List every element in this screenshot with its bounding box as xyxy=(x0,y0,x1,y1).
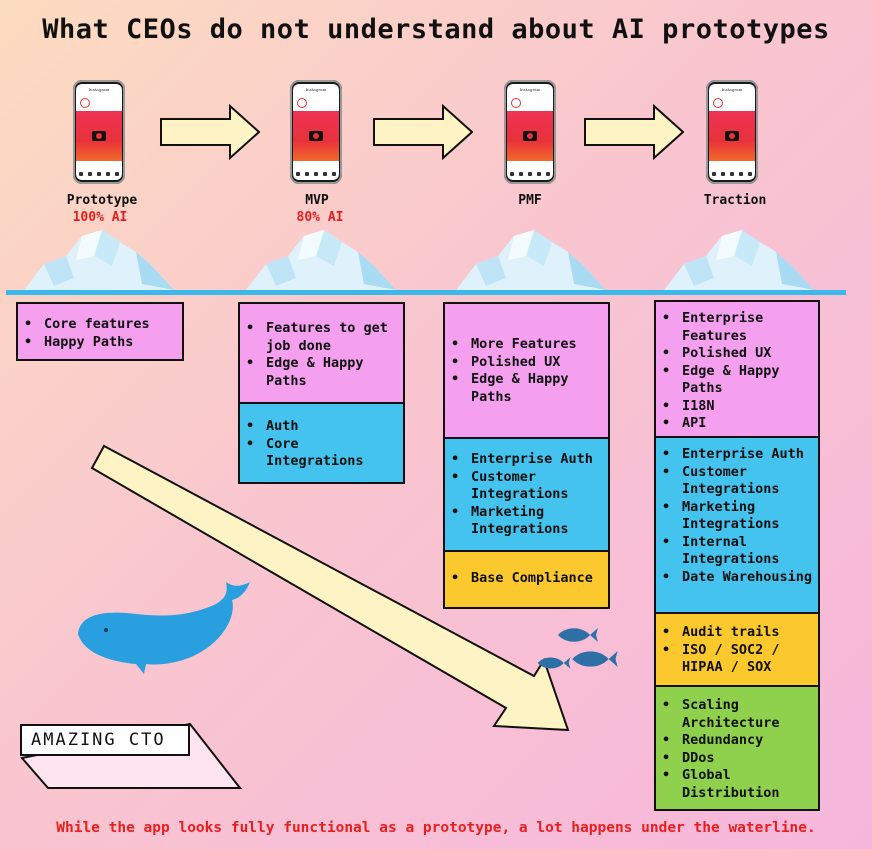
phone-mockup-mvp: Instagram xyxy=(290,80,342,184)
stage-label-mvp: MVP xyxy=(305,193,329,208)
list-item: Marketing Integrations xyxy=(662,499,818,534)
list-item: Marketing Integrations xyxy=(451,504,608,539)
stage-label-pmf: PMF xyxy=(518,193,542,208)
stage-ai-prototype: 100% AI xyxy=(72,210,128,225)
list-item: Date Warehousing xyxy=(662,569,818,587)
footer-caption: While the app looks fully functional as … xyxy=(56,820,816,836)
list-item: Auth xyxy=(246,418,403,436)
waterline xyxy=(6,290,846,295)
list-item: Edge & Happy Paths xyxy=(451,371,608,406)
list-item: Edge & Happy Paths xyxy=(662,363,818,398)
requirement-box-features: Core features Happy Paths xyxy=(16,302,184,361)
requirement-box-features: Enterprise Features Polished UX Edge & H… xyxy=(654,300,820,438)
list-item: Polished UX xyxy=(451,354,608,372)
requirements-column-prototype: Core features Happy Paths xyxy=(16,302,184,361)
diagram-title: What CEOs do not understand about AI pro… xyxy=(42,14,830,45)
requirement-box-integrations: Auth Core Integrations xyxy=(238,402,405,484)
list-item: Customer Integrations xyxy=(662,464,818,499)
phone-mockup-traction: Instagram xyxy=(706,80,758,184)
list-item: More Features xyxy=(451,336,608,354)
requirement-box-features: More Features Polished UX Edge & Happy P… xyxy=(443,302,610,439)
list-item: Global Distribution xyxy=(662,767,818,802)
list-item: Polished UX xyxy=(662,345,818,363)
list-item: I18N xyxy=(662,398,818,416)
list-item: DDos xyxy=(662,750,818,768)
fish-icon xyxy=(558,628,598,642)
iceberg-icon xyxy=(456,230,606,290)
requirement-box-scaling: Scaling Architecture Redundancy DDos Glo… xyxy=(654,685,820,811)
list-item: Redundancy xyxy=(662,732,818,750)
list-item: Enterprise Auth xyxy=(451,451,608,469)
requirements-column-pmf: More Features Polished UX Edge & Happy P… xyxy=(443,302,610,609)
camera-icon xyxy=(725,131,739,141)
requirement-box-integrations: Enterprise Auth Customer Integrations Ma… xyxy=(443,437,610,552)
iceberg-icon xyxy=(664,230,814,290)
requirement-box-compliance: Audit trails ISO / SOC2 / HIPAA / SOX xyxy=(654,612,820,687)
arrow-right-icon xyxy=(373,104,473,160)
arrow-right-icon xyxy=(160,104,260,160)
camera-icon xyxy=(92,131,106,141)
stage-label-traction: Traction xyxy=(703,193,767,208)
iceberg-icon xyxy=(246,230,396,290)
arrow-right-icon xyxy=(584,104,684,160)
list-item: Features to get job done xyxy=(246,320,403,355)
phone-mockup-pmf: Instagram xyxy=(504,80,556,184)
requirements-column-mvp: Features to get job done Edge & Happy Pa… xyxy=(238,302,405,484)
requirement-box-compliance: Base Compliance xyxy=(443,550,610,609)
list-item: Customer Integrations xyxy=(451,469,608,504)
requirement-box-features: Features to get job done Edge & Happy Pa… xyxy=(238,302,405,404)
fish-icon xyxy=(537,657,571,669)
list-item: Core Integrations xyxy=(246,436,403,471)
stage-label-prototype: Prototype xyxy=(66,193,138,208)
list-item: Edge & Happy Paths xyxy=(246,355,403,390)
camera-icon xyxy=(309,131,323,141)
list-item: Scaling Architecture xyxy=(662,697,818,732)
list-item: Enterprise Features xyxy=(662,310,818,345)
list-item: Base Compliance xyxy=(451,570,608,588)
list-item: Enterprise Auth xyxy=(662,446,818,464)
list-item: Core features xyxy=(24,316,182,334)
requirement-box-integrations: Enterprise Auth Customer Integrations Ma… xyxy=(654,436,820,614)
list-item: Internal Integrations xyxy=(662,534,818,569)
fish-icon xyxy=(572,651,618,667)
iceberg-icon xyxy=(24,230,174,290)
list-item: API xyxy=(662,415,818,433)
list-item: ISO / SOC2 / HIPAA / SOX xyxy=(662,642,818,677)
list-item: Happy Paths xyxy=(24,334,182,352)
phone-mockup-prototype: Instagram xyxy=(73,80,125,184)
requirements-column-traction: Enterprise Features Polished UX Edge & H… xyxy=(654,300,820,811)
camera-icon xyxy=(523,131,537,141)
amazing-cto-label: AMAZING CTO xyxy=(20,724,190,756)
stage-ai-mvp: 80% AI xyxy=(296,210,344,225)
list-item: Audit trails xyxy=(662,624,818,642)
whale-icon xyxy=(78,582,250,674)
